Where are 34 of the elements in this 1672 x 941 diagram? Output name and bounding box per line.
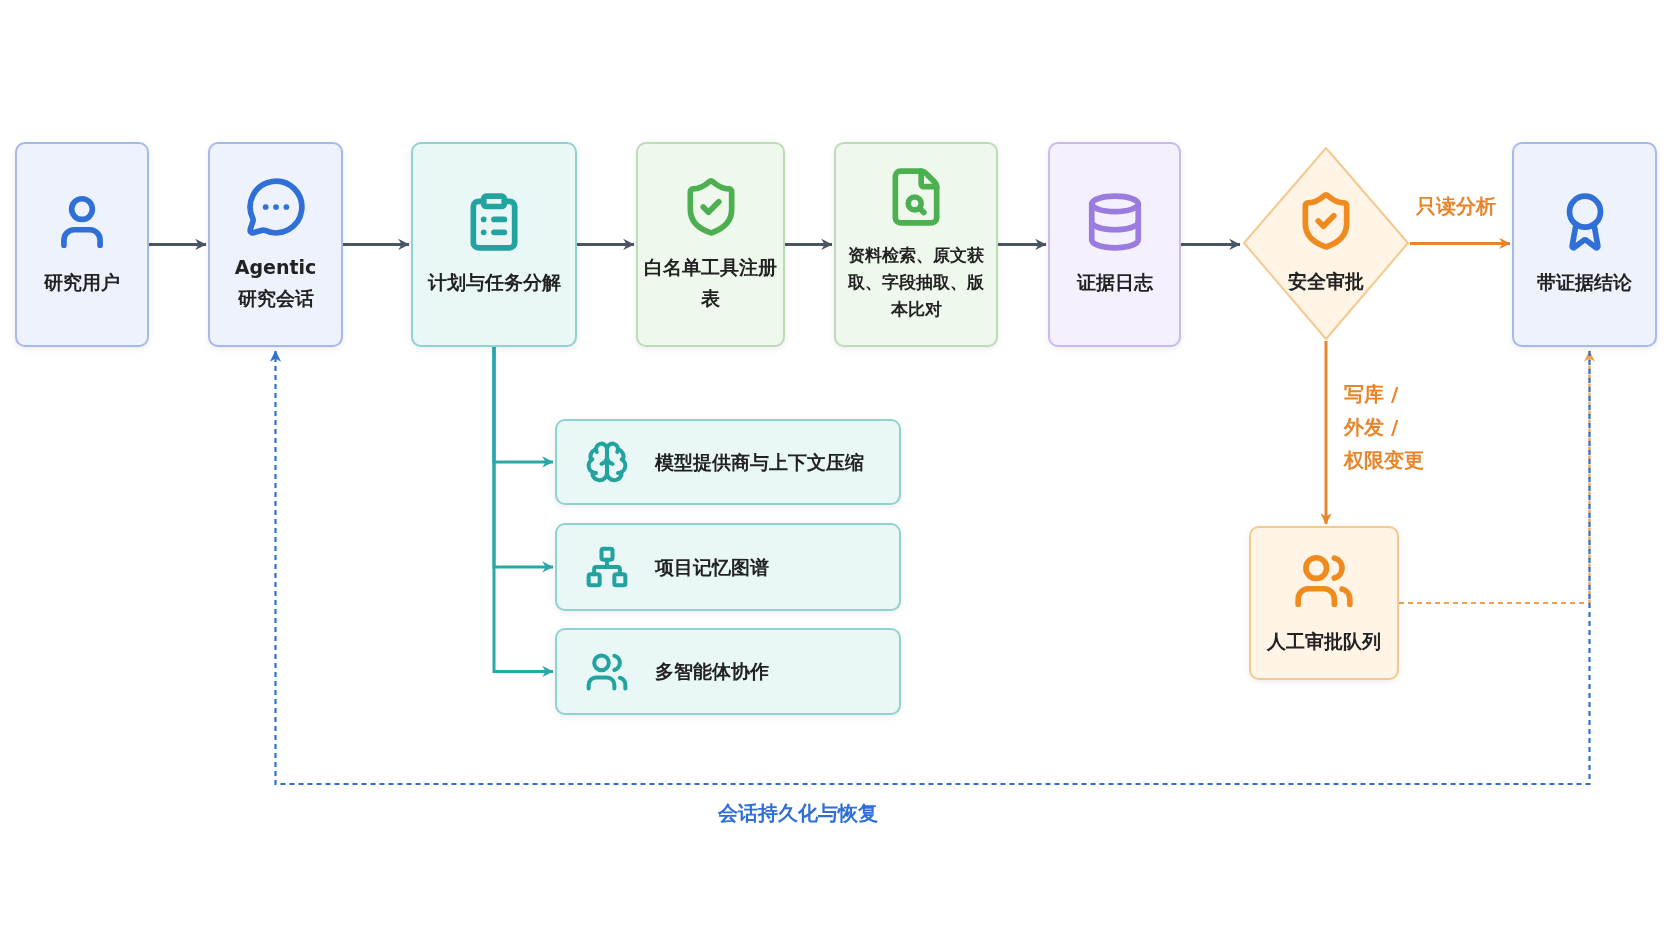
process-box [636, 142, 785, 347]
node-label: Agentic 研究会话 [233, 255, 318, 311]
arrow [343, 238, 410, 251]
node-label: 资料检索、原文获取、字段抽取、版本比对 [847, 243, 985, 322]
process-box [555, 419, 901, 505]
decision-diamond [1242, 146, 1410, 341]
process-box [208, 142, 343, 347]
node-label: 人工审批队列 [1267, 628, 1381, 654]
arrow [269, 350, 1591, 786]
node-label: 计划与任务分解 [427, 270, 561, 296]
process-box [1048, 142, 1181, 347]
process-box [15, 142, 149, 347]
process-box [555, 628, 901, 715]
process-box [555, 523, 901, 611]
arrow [577, 238, 635, 251]
arrow [998, 238, 1047, 251]
process-box [411, 142, 577, 347]
node-label: 多智能体协作 [655, 659, 769, 685]
arrow [785, 238, 833, 251]
process-box [1512, 142, 1657, 347]
node-label: 证据日志 [1076, 270, 1153, 296]
node-label: 研究用户 [44, 270, 120, 296]
arrow [1320, 341, 1332, 525]
node-label: 带证据结论 [1537, 270, 1632, 296]
node-label: 白名单工具注册表 [644, 255, 777, 311]
process-box [1249, 526, 1399, 680]
arrow [1181, 238, 1241, 251]
arrow [1410, 237, 1511, 250]
node-label: 模型提供商与上下文压缩 [655, 449, 864, 475]
node-label: 安全审批 [1288, 269, 1364, 295]
node-label: 项目记忆图谱 [655, 554, 769, 580]
arrow [149, 238, 207, 251]
process-box [834, 142, 998, 347]
arrow [492, 347, 554, 678]
